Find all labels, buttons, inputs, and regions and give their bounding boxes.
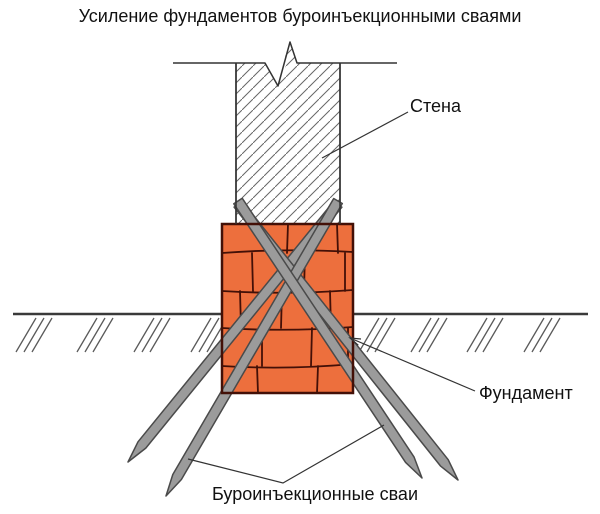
foundation-leader-arrowhead bbox=[348, 337, 362, 346]
wall-hatch bbox=[236, 63, 340, 224]
pile-steep-left bbox=[165, 197, 344, 497]
diagram-title: Усиление фундаментов буроинъекционными с… bbox=[78, 6, 522, 26]
foundation-label: Фундамент bbox=[479, 383, 573, 403]
wall-leader-line bbox=[321, 111, 409, 159]
foundation-leader-line bbox=[349, 337, 476, 392]
wall-label: Стена bbox=[410, 96, 462, 116]
piles-leader-line bbox=[187, 424, 385, 484]
ground bbox=[13, 312, 588, 353]
leader-lines bbox=[187, 111, 476, 484]
break-notch bbox=[265, 63, 287, 86]
foundation-outline bbox=[220, 222, 355, 395]
wall-shape bbox=[173, 41, 397, 224]
piles-group bbox=[127, 197, 459, 497]
wall-break-line bbox=[173, 41, 397, 87]
piles-label: Буроинъекционные сваи bbox=[212, 484, 418, 504]
break-spike-hatch bbox=[283, 42, 297, 63]
pile-steep-right bbox=[233, 197, 423, 479]
